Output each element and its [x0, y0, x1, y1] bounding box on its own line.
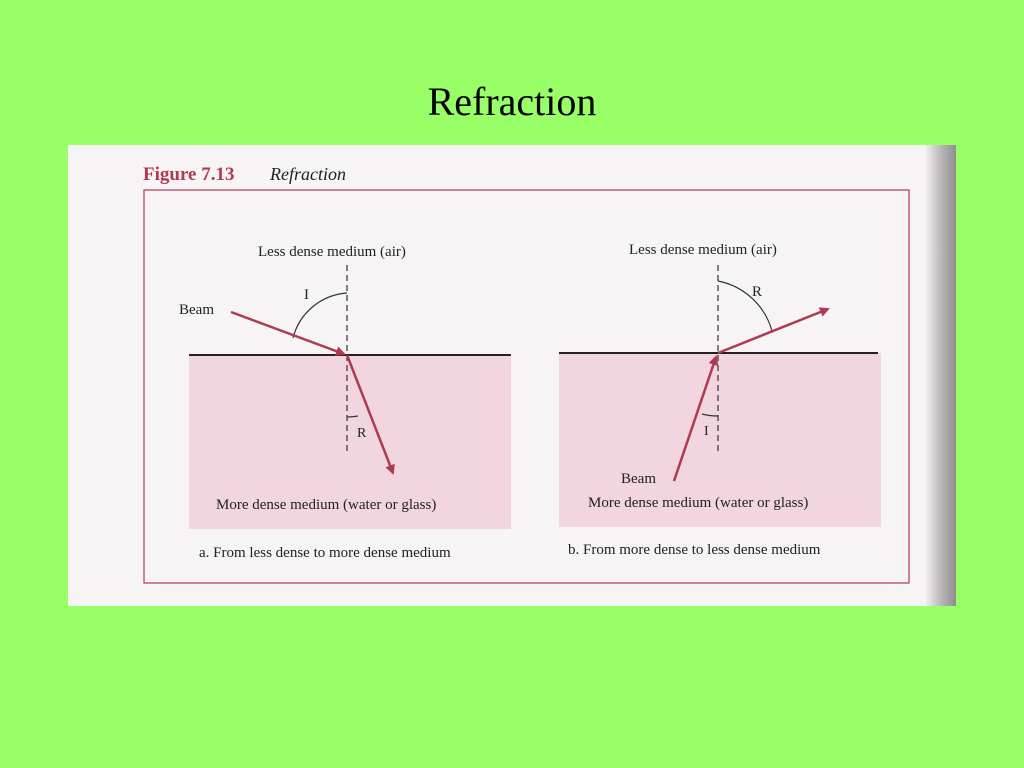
figure-number: Figure 7.13	[143, 164, 234, 185]
scanned-figure: Figure 7.13 Refraction Less dense medium…	[68, 145, 956, 606]
beam-label-a: Beam	[179, 302, 214, 318]
incident-beam-b	[672, 355, 719, 482]
caption-a: a. From less dense to more dense medium	[199, 545, 451, 561]
dense-medium-b	[559, 353, 881, 527]
bottom-label-a: More dense medium (water or glass)	[216, 497, 436, 513]
figure-frame	[143, 189, 910, 584]
refraction-label-a: R	[357, 426, 367, 441]
refraction-label-b: R	[752, 284, 762, 300]
top-label-a: Less dense medium (air)	[258, 244, 406, 260]
caption-b: b. From more dense to less dense medium	[568, 542, 821, 558]
refraction-arc-b	[717, 280, 773, 332]
incidence-label-b: I	[704, 424, 709, 439]
incidence-label-a: I	[304, 287, 309, 303]
figure-caption-title: Refraction	[269, 164, 346, 184]
refracted-beam-a	[345, 354, 395, 475]
dense-medium-a	[189, 355, 511, 529]
incidence-arc-b	[701, 413, 719, 417]
incident-beam-a	[230, 310, 346, 356]
top-label-b: Less dense medium (air)	[629, 242, 777, 258]
bottom-label-b: More dense medium (water or glass)	[588, 495, 808, 511]
panel-a: Less dense medium (air) Beam I R More de…	[179, 244, 511, 561]
refraction-diagram: Figure 7.13 Refraction Less dense medium…	[143, 145, 956, 606]
refracted-beam-b	[717, 307, 830, 355]
refraction-arc-a	[346, 415, 359, 418]
panel-b: Less dense medium (air) R I Beam More de…	[559, 242, 881, 558]
incidence-arc-a	[292, 292, 348, 339]
page-gutter-shadow	[926, 145, 956, 606]
slide-title: Refraction	[427, 79, 597, 124]
beam-label-b: Beam	[621, 471, 656, 487]
